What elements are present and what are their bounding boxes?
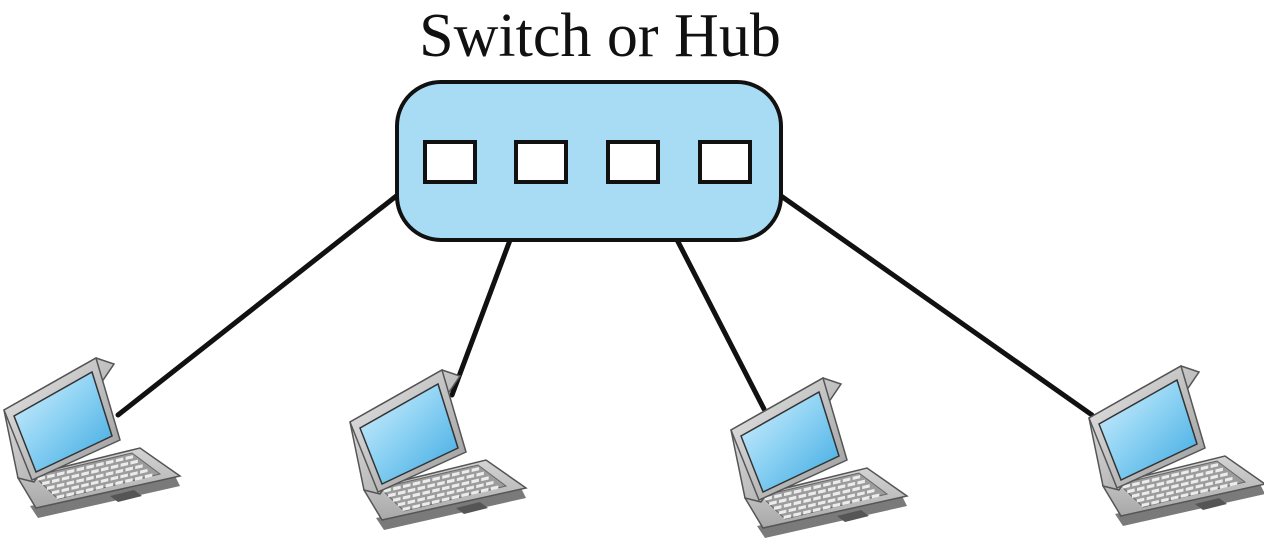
hub-port-1 — [423, 140, 477, 184]
laptop-screen — [359, 382, 459, 486]
hub-port-2 — [514, 140, 568, 184]
laptop-icon — [3, 356, 182, 518]
laptop-screen — [1098, 378, 1198, 482]
touchpad — [456, 502, 488, 514]
laptop-icon — [1088, 364, 1264, 526]
keyboard — [32, 452, 162, 500]
keyboard — [378, 464, 508, 512]
touchpad — [1195, 498, 1227, 510]
laptop-screen — [13, 370, 113, 474]
cable-1 — [115, 157, 445, 418]
touchpad — [110, 490, 142, 502]
laptop-icon — [349, 368, 528, 530]
cables — [115, 157, 1095, 418]
touchpad — [837, 510, 869, 522]
keyboard — [1117, 460, 1247, 508]
laptop-screen — [740, 390, 840, 494]
hub-port-4 — [698, 140, 752, 184]
diagram-title: Switch or Hub — [419, 2, 781, 70]
keyboard — [759, 472, 889, 520]
switch-hub-box — [395, 80, 783, 242]
cable-4 — [727, 157, 1095, 418]
laptop-icon — [730, 376, 909, 538]
hub-port-3 — [606, 140, 660, 184]
